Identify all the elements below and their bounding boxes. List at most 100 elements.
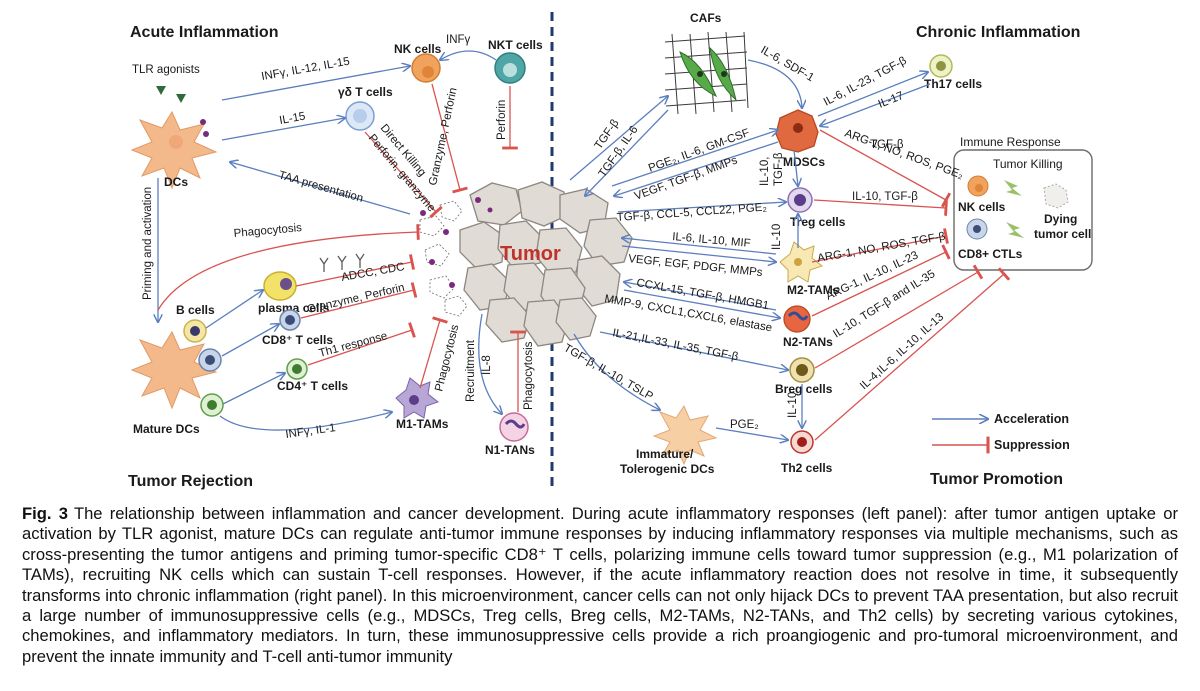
- arrow-dc-m1: [219, 412, 392, 431]
- mdsc-icon: [775, 109, 819, 153]
- breg-cells-label: Breg cells: [775, 382, 833, 396]
- m1-tams-label: M1-TAMs: [396, 417, 449, 431]
- lbl-perforin-nkt: Perforin: [496, 100, 508, 140]
- mature-dc-bcell-icon: [198, 348, 222, 372]
- supp-th2: [814, 267, 1011, 441]
- lightning-icon-2: [1006, 222, 1024, 238]
- cd8-cell-icon: [279, 309, 301, 331]
- th2-cell-icon: [790, 430, 814, 454]
- supp-gdt-tumor: [364, 131, 443, 219]
- ir-nk-label: NK cells: [958, 200, 1006, 214]
- nk-cells-label: NK cells: [394, 42, 442, 56]
- supp-breg: [814, 264, 984, 369]
- cd8-t-cells-label: CD8⁺ T cells: [262, 333, 333, 347]
- lbl-infg-nkt: INFγ: [446, 34, 471, 46]
- lbl-il15: IL-15: [278, 111, 306, 127]
- immune-response-title: Immune Response: [960, 135, 1061, 149]
- cafs-label: CAFs: [690, 11, 722, 25]
- gdt-cells-label: γδ T cells: [338, 85, 393, 99]
- cd4-cell-icon: [286, 358, 308, 380]
- lbl-arg1-no-ros-pge2: ARG-1, NO, ROS, PGE₂: [843, 128, 965, 182]
- lbl-phagocytosis-left: Phagocytosis: [233, 222, 302, 240]
- lbl-recruitment: Recruitment: [465, 339, 477, 402]
- tumor-label: Tumor: [500, 243, 561, 265]
- b-cells-label: B cells: [176, 303, 215, 317]
- lbl-phagocytosis-n1: Phagocytosis: [523, 341, 535, 410]
- right-connections: [569, 59, 1011, 441]
- immature-dcs-label-2: Tolerogenic DCs: [620, 462, 715, 476]
- immature-dcs-label-1: Immature/: [636, 447, 694, 461]
- lbl-il8: IL-8: [481, 355, 493, 375]
- title-promotion: Tumor Promotion: [930, 471, 1063, 488]
- lbl-il10-tgfb-treg: IL-10, TGF-β: [852, 191, 918, 203]
- tlr-agonist-icon: [156, 86, 186, 103]
- arrow-m2-tumor: [622, 238, 777, 255]
- treg-cells-label: Treg cells: [790, 215, 846, 229]
- plasma-cells-label: plasma cells: [258, 301, 330, 315]
- figure-number: Fig. 3: [22, 504, 68, 523]
- n1-tan-icon: [499, 412, 529, 442]
- arrow-dc-nk: [221, 66, 410, 101]
- arrow-n2-tumor: [624, 282, 777, 311]
- arrow-tumor-n2: [623, 289, 780, 318]
- arrow-tumor-treg: [617, 202, 786, 213]
- arrow-tumor-mdsc: [611, 130, 778, 187]
- arrow-tumor-caf: [569, 96, 668, 181]
- lbl-il17: IL-17: [877, 90, 906, 111]
- dying-label-2: tumor cell: [1034, 227, 1091, 241]
- lbl-vegf-egf: VEGF, EGF, PDGF, MMPs: [628, 253, 764, 279]
- mature-dc-cd4-icon: [200, 393, 224, 417]
- m1-tam-icon: [395, 377, 440, 419]
- immature-dc-icon: [652, 404, 718, 466]
- lightning-icon: [1004, 180, 1022, 196]
- caption-text: The relationship between inflammation an…: [22, 504, 1178, 666]
- arrow-mdsc-th17: [817, 72, 928, 117]
- lbl-tgfb-il10-tslp: TGF-β, IL-10, TSLP: [562, 342, 656, 403]
- dcs-label: DCs: [164, 175, 188, 189]
- gdt-cell-icon: [345, 101, 375, 131]
- legend-acceleration: Acceleration: [994, 412, 1069, 426]
- tumor-killing-label: Tumor Killing: [993, 157, 1063, 171]
- arrow-imdc-th2: [715, 427, 788, 440]
- th17-cell-icon: [929, 54, 953, 78]
- lbl-pge2-dc: PGE₂: [730, 419, 759, 431]
- arrow-tumor-m2: [621, 245, 776, 262]
- nk-cell-icon: [411, 53, 441, 83]
- lbl-granzyme-perforin-cd8: Granzyme, Perforin: [306, 282, 406, 316]
- supp-cd8: [300, 282, 418, 319]
- m2-tams-label: M2-TAMs: [787, 283, 840, 297]
- ir-cd8-label: CD8+ CTLs: [958, 247, 1023, 261]
- arrow-tumor-breg: [599, 331, 788, 370]
- arrow-th17-mdsc: [820, 83, 931, 126]
- arrow-dc-gdt: [221, 118, 345, 141]
- arrow-caf-mdsc: [747, 59, 802, 108]
- lbl-tgfb-ccl5: TGF-β, CCL-5, CCL22, PGE₂: [616, 202, 767, 224]
- lbl-il10-breg: IL-10: [787, 392, 799, 418]
- diagram: Acute Inflammation Chronic Inflammation …: [128, 11, 1093, 490]
- n2-tan-icon: [783, 305, 811, 333]
- breg-cell-icon: [789, 357, 815, 383]
- lbl-tgfb-right: TGF-β: [870, 139, 904, 151]
- n2-tans-label: N2-TANs: [783, 335, 833, 349]
- arrow-mdsc-tumor: [614, 141, 779, 196]
- plasma-cell-icon: [263, 271, 297, 301]
- lbl-arg1-no-ros-tgfb: ARG-1, NO, ROS, TGF-β: [816, 231, 946, 265]
- lbl-il10-m2: IL-10: [771, 224, 783, 250]
- th17-cells-label: Th17 cells: [924, 77, 982, 91]
- legend: Acceleration Suppression: [932, 412, 1070, 454]
- dying-tumor-icon: [1043, 183, 1069, 209]
- supp-m1: [419, 316, 448, 389]
- arrow-caf-tumor: [585, 109, 669, 196]
- nkt-cells-label: NKT cells: [488, 38, 543, 52]
- lbl-taa: TAA presentation: [277, 169, 364, 205]
- arrow-b-plasma: [205, 290, 263, 329]
- antibody-icon: [319, 253, 365, 272]
- supp-n2: [811, 244, 951, 317]
- title-acute: Acute Inflammation: [130, 24, 278, 41]
- supp-adcc: [295, 254, 415, 287]
- lbl-phagocytosis-m1: Phagocytosis: [433, 323, 461, 393]
- th2-cells-label: Th2 cells: [781, 461, 833, 475]
- lbl-il21: IL-21,IL-33, IL-35, TGF-β: [611, 327, 739, 363]
- arrow-taa: [230, 162, 411, 215]
- legend-suppression: Suppression: [994, 438, 1070, 452]
